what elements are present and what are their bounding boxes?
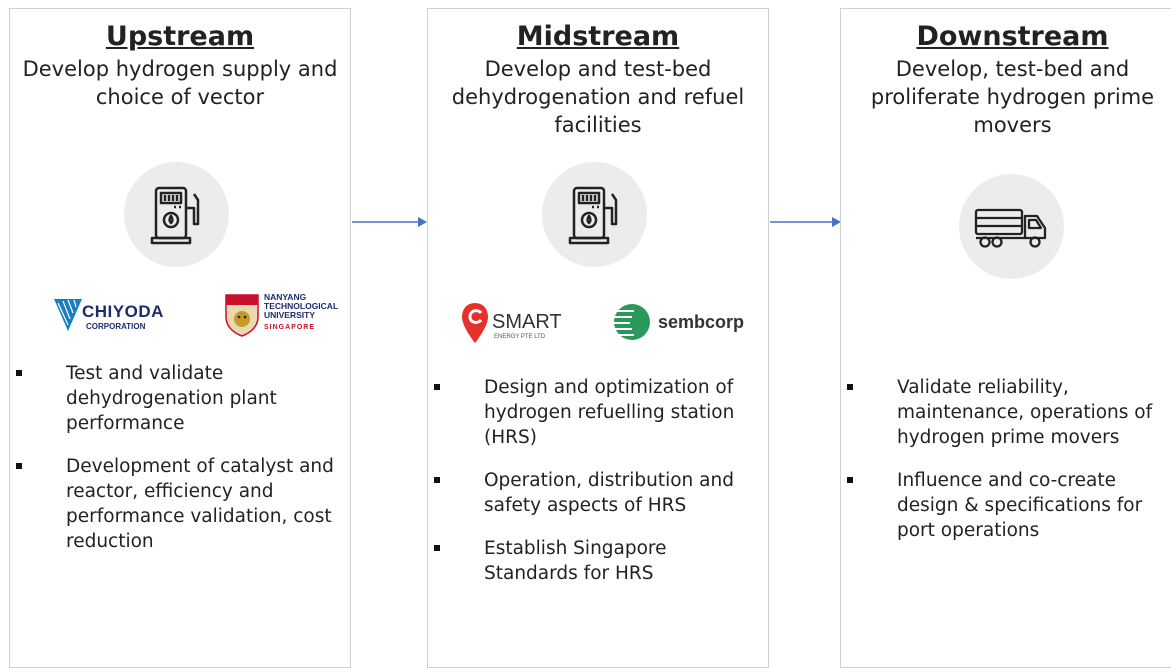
list-item: Development of catalyst and reactor, eff… (10, 454, 350, 554)
fuel-pump-icon (124, 162, 229, 267)
upstream-bullet-list: Test and validate dehydrogenation plant … (10, 361, 350, 572)
midstream-bullet-list: Design and optimization of hydrogen refu… (428, 375, 768, 604)
ntu-line2: TECHNOLOGICAL (264, 301, 339, 311)
chiyoda-name: CHIYODA (82, 302, 164, 321)
chiyoda-logo: CHIYODA CORPORATION (52, 297, 172, 341)
list-item: Influence and co-create design & specifi… (841, 468, 1171, 543)
chiyoda-sub: CORPORATION (86, 322, 146, 331)
upstream-title: Upstream (105, 21, 255, 52)
downstream-title: Downstream (916, 21, 1109, 52)
list-item: Establish Singapore Standards for HRS (428, 536, 768, 586)
fuel-pump-icon (542, 162, 647, 267)
downstream-bullet-list: Validate reliability, maintenance, opera… (841, 375, 1171, 561)
midstream-title: Midstream (516, 21, 680, 52)
midstream-subtitle: Develop and test-bed dehydrogenation and… (451, 57, 745, 137)
arrow-right-icon (770, 217, 841, 227)
ntu-logo: NANYANG TECHNOLOGICAL UNIVERSITY SINGAPO… (222, 291, 350, 341)
ntu-line3: UNIVERSITY (264, 310, 316, 320)
midstream-panel: Midstream Develop and test-bed dehydroge… (427, 8, 769, 668)
sembcorp-logo: sembcorp (612, 301, 752, 349)
downstream-subtitle: Develop, test-bed and proliferate hydrog… (870, 57, 1155, 137)
ntu-line4: SINGAPORE (264, 324, 316, 331)
truck-icon (959, 174, 1064, 279)
sembcorp-name: sembcorp (658, 312, 745, 332)
upstream-panel: Upstream Develop hydrogen supply and cho… (9, 8, 351, 668)
list-item: Operation, distribution and safety aspec… (428, 468, 768, 518)
upstream-subtitle: Develop hydrogen supply and choice of ve… (22, 57, 338, 109)
smart-energy-logo: SMART ENERGY PTE LTD (460, 301, 580, 349)
arrow-right-icon (352, 217, 427, 227)
downstream-panel: Downstream Develop, test-bed and prolife… (840, 8, 1171, 668)
smart-name: SMART (492, 311, 562, 333)
smart-sub: ENERGY PTE LTD (494, 334, 546, 340)
list-item: Test and validate dehydrogenation plant … (10, 361, 350, 436)
ntu-line1: NANYANG (264, 292, 307, 302)
list-item: Design and optimization of hydrogen refu… (428, 375, 768, 450)
list-item: Validate reliability, maintenance, opera… (841, 375, 1171, 450)
